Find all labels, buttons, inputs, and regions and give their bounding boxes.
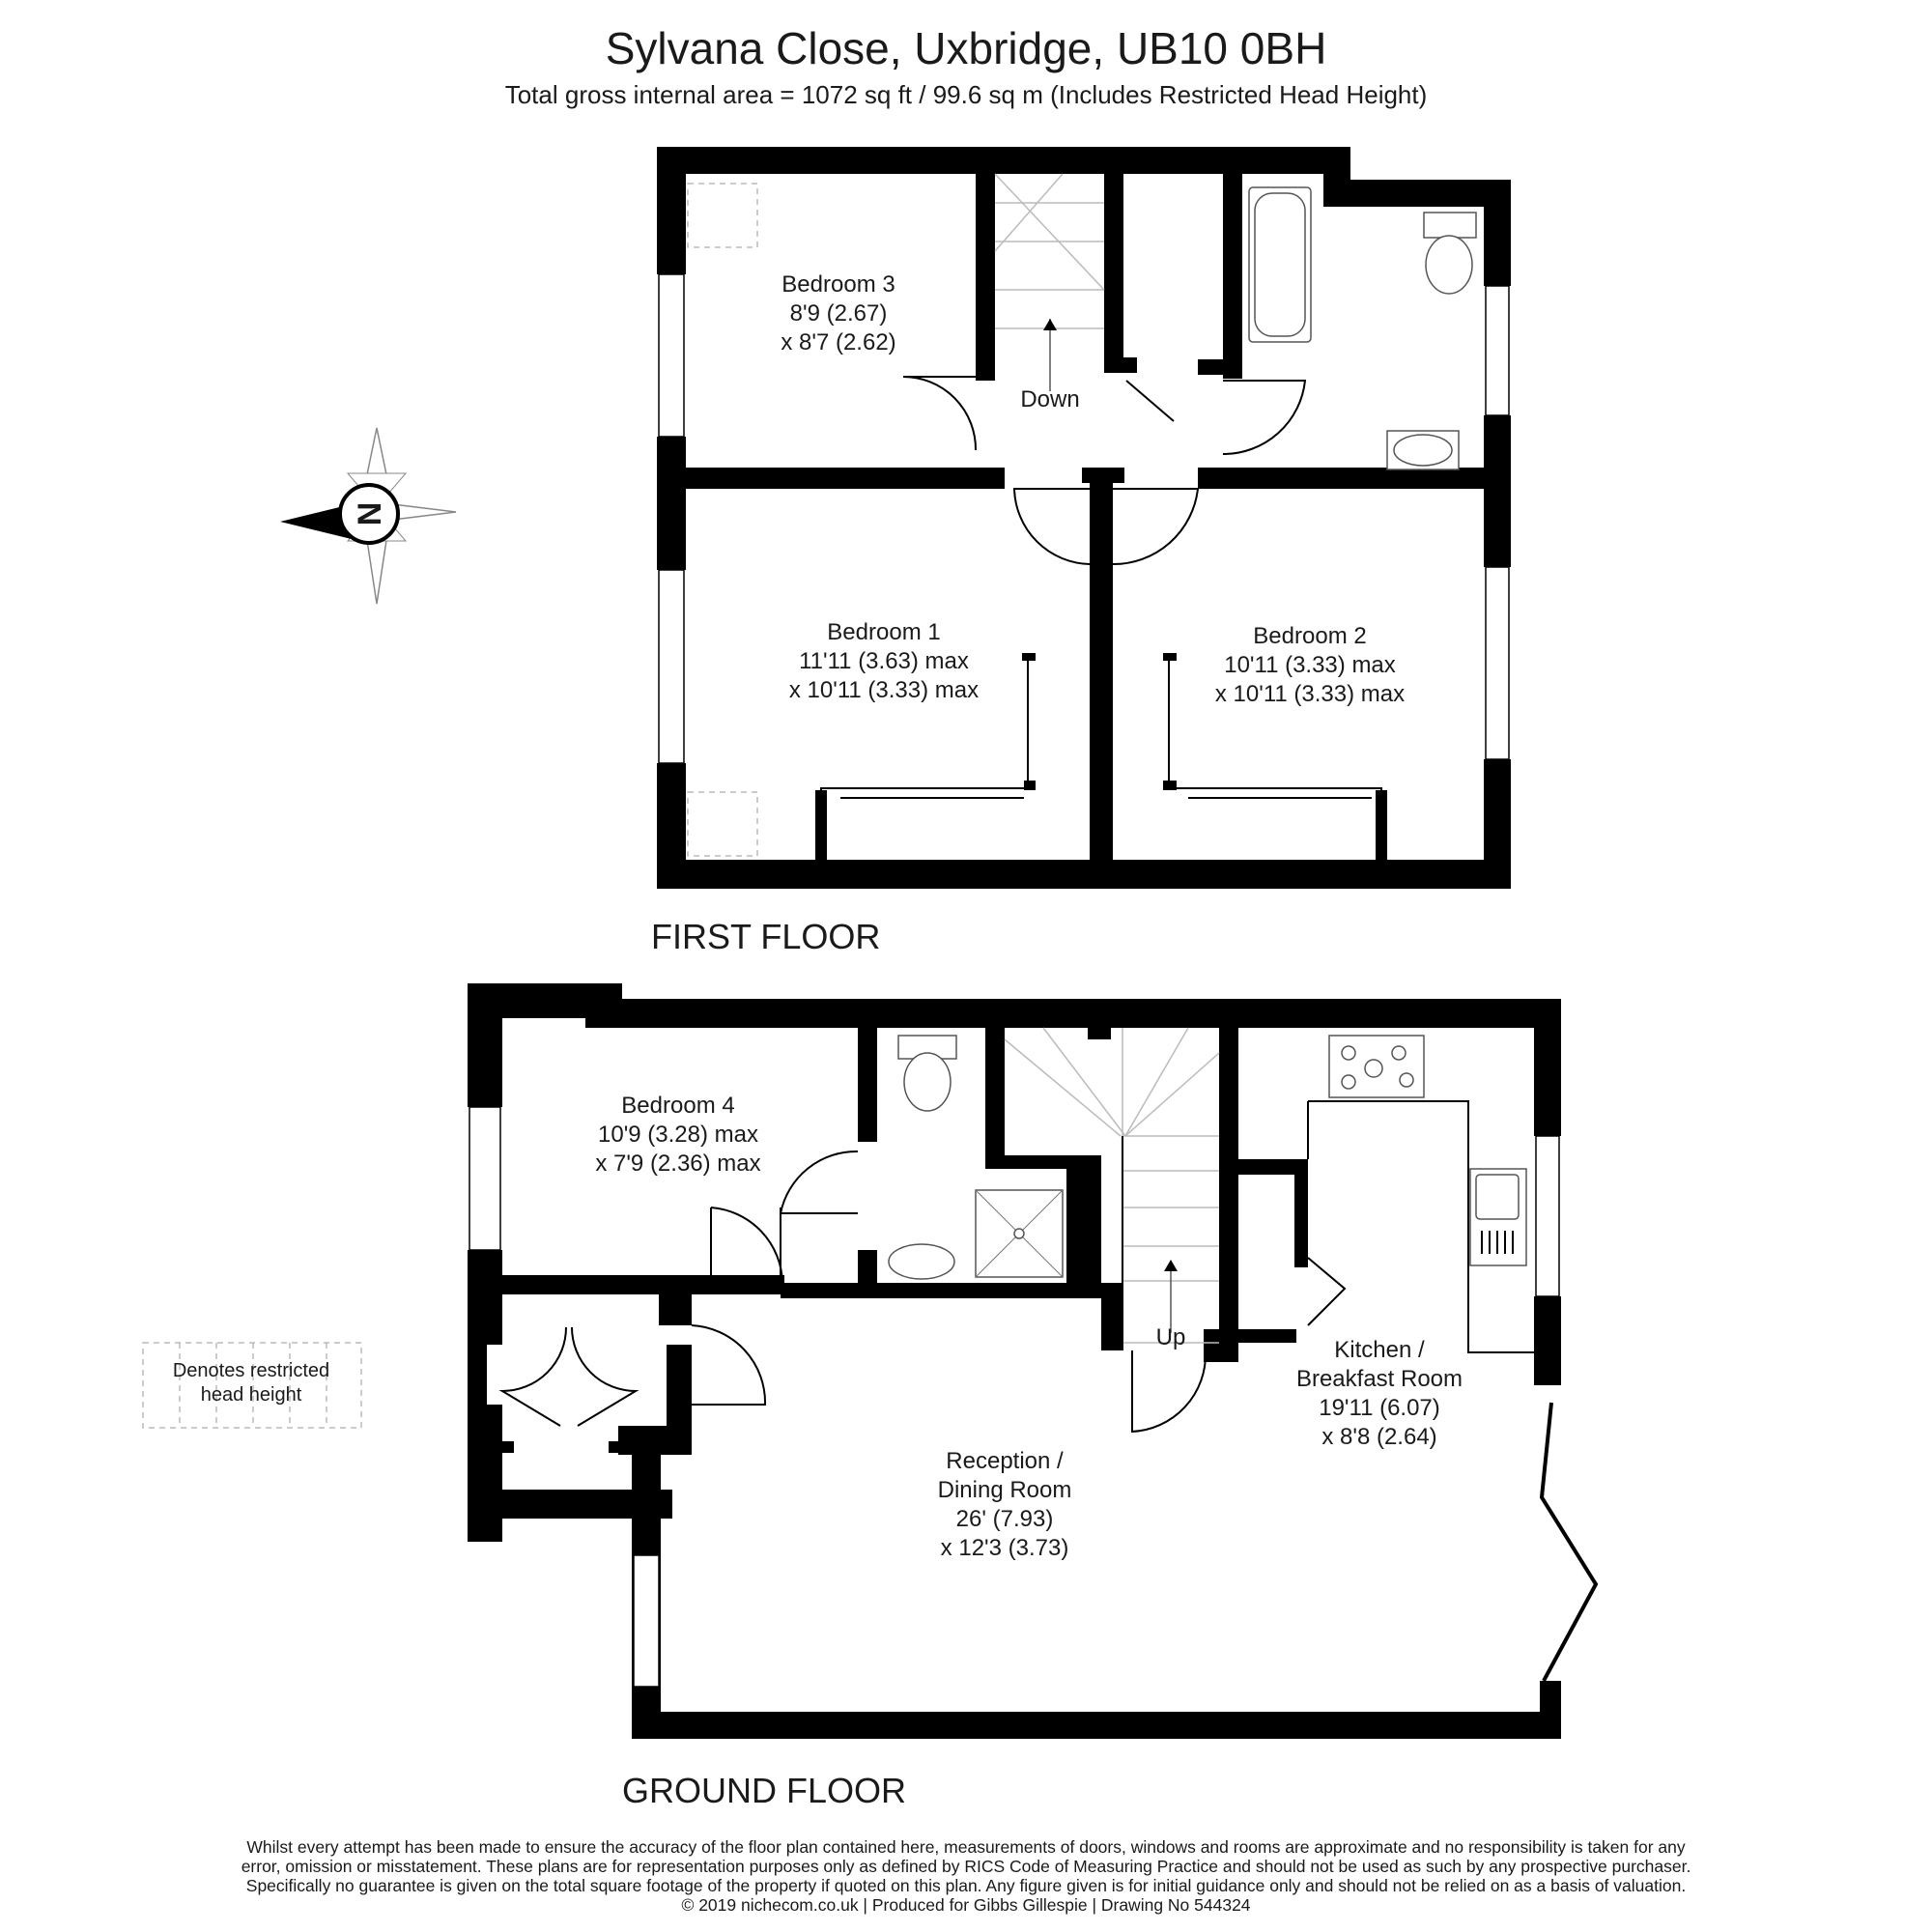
window-bedroom-1 [658,569,685,764]
room-dimension: x 8'7 (2.62) [781,329,895,355]
room-dimension: x 10'11 (3.33) max [789,677,979,703]
window-bedroom-4 [469,1106,501,1251]
room-dimension: 8'9 (2.67) [790,300,888,327]
legend-text: head height [201,1384,302,1406]
area-summary: Total gross internal area = 1072 sq ft /… [505,80,1428,109]
room-dimension: x 12'3 (3.73) [941,1535,1069,1561]
room-name: Bedroom 1 [827,619,940,645]
first-floor-plan: Down Bedroom 3 8'9 (2.67) x 8'7 (2.62) B… [657,147,1511,889]
room-dimension: x 8'8 (2.64) [1321,1424,1436,1450]
room-dimension: 26' (7.93) [956,1506,1054,1532]
first-floor-label: FIRST FLOOR [651,917,880,956]
room-dimension: x 10'11 (3.33) max [1215,681,1405,707]
room-dimension: 11'11 (3.63) max [799,648,969,674]
disclaimer-line: error, omission or misstatement. These p… [242,1857,1691,1876]
room-name: Bedroom 4 [621,1093,734,1119]
restricted-height-legend: Denotes restricted head height [142,1342,362,1429]
legend-text: Denotes restricted [173,1360,329,1381]
room-dimension: 10'11 (3.33) max [1224,652,1396,678]
compass-letter: N [352,502,388,526]
room-name: Dining Room [938,1477,1072,1503]
room-name: Breakfast Room [1296,1366,1463,1392]
stairs-up-label: Up [1156,1324,1186,1350]
window-bedroom-3 [658,273,685,438]
copyright-line: © 2019 nichecom.co.uk | Produced for Gib… [681,1895,1250,1915]
disclaimer-line: Specifically no guarantee is given on th… [246,1876,1686,1895]
room-name: Kitchen / [1334,1337,1425,1363]
window-bathroom [1485,285,1510,416]
disclaimer-line: Whilst every attempt has been made to en… [246,1837,1686,1857]
room-name: Bedroom 2 [1253,623,1366,649]
room-dimension: 19'11 (6.07) [1319,1395,1440,1421]
window-reception [633,1554,660,1688]
room-dimension: 10'9 (3.28) max [598,1122,758,1148]
stairs-down-label: Down [1020,386,1079,412]
ground-floor-plan: Up Bedroom 4 10'9 (3.28) max x 7'9 (2.36… [468,983,1599,1739]
room-name: Bedroom 3 [781,271,895,298]
room-name: Reception / [946,1448,1064,1474]
room-dimension: x 7'9 (2.36) max [595,1151,760,1177]
ground-floor-label: GROUND FLOOR [622,1771,906,1810]
window-kitchen [1535,1135,1560,1297]
north-compass-icon: N [280,427,457,605]
disclaimer: Whilst every attempt has been made to en… [242,1837,1691,1915]
window-bedroom-2 [1485,566,1510,760]
page-title: Sylvana Close, Uxbridge, UB10 0BH [606,23,1327,73]
